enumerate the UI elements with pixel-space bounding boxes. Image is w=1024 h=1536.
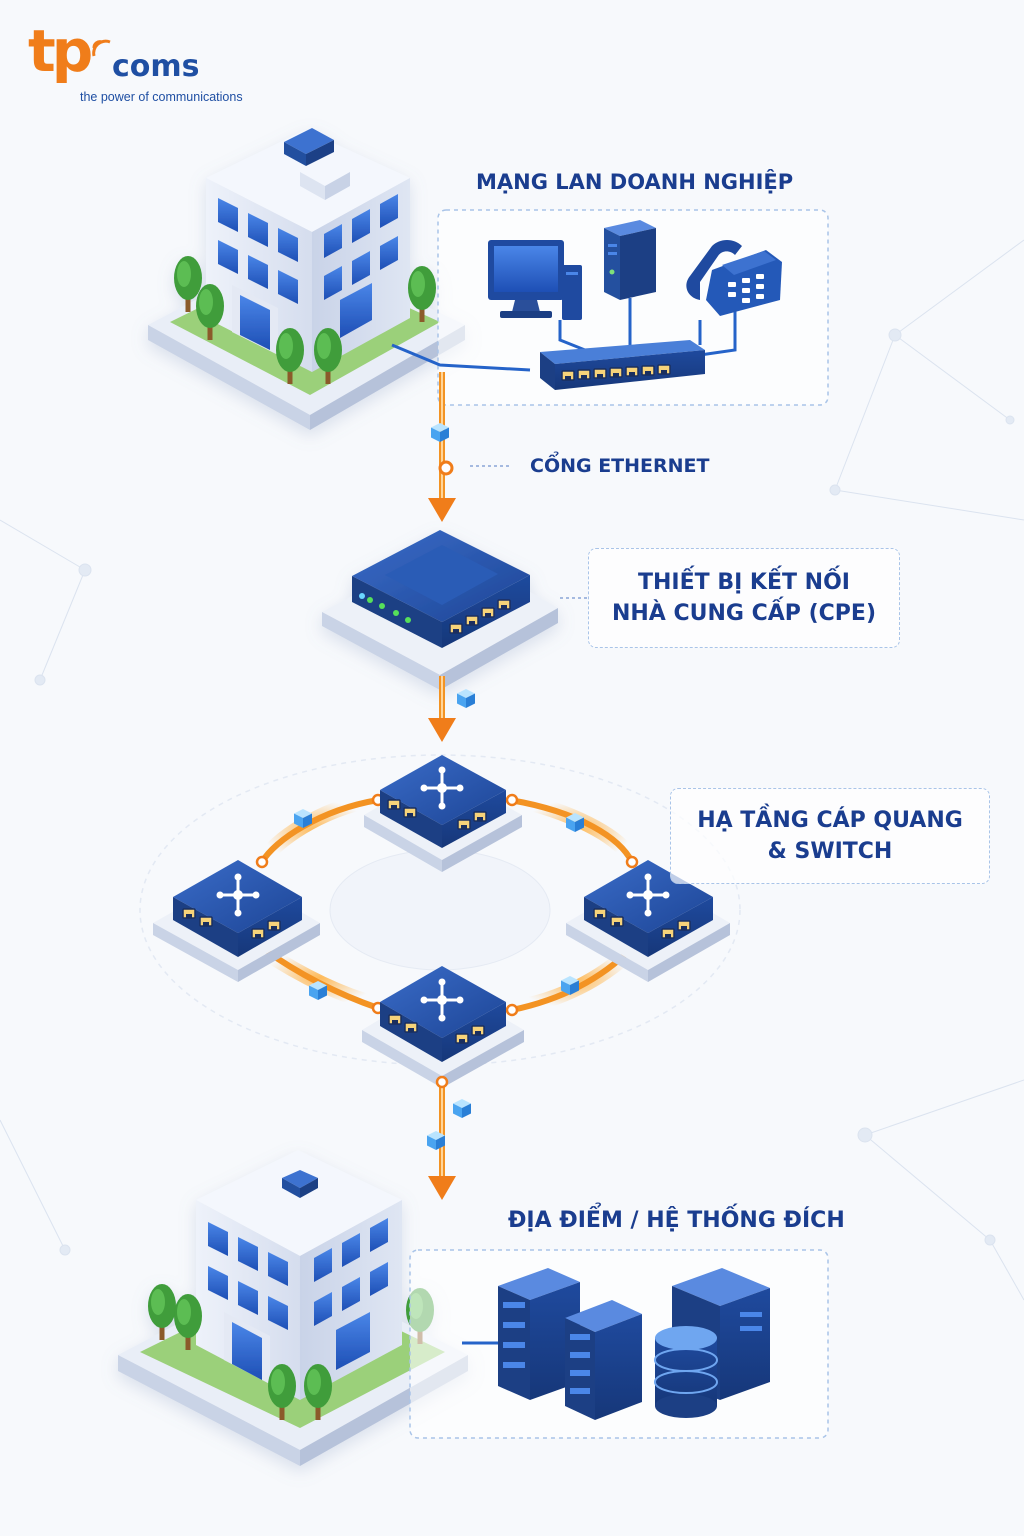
data-packet-icon — [431, 423, 449, 442]
cpe-label-box: THIẾT BỊ KẾT NỐI NHÀ CUNG CẤP (CPE) — [588, 548, 900, 648]
rack-server-icon — [565, 1300, 642, 1420]
cpe-label-line-2: NHÀ CUNG CẤP (CPE) — [611, 601, 876, 626]
flow-arrow-fiber-to-destination — [428, 1075, 456, 1200]
logo-mark: tp — [28, 17, 93, 85]
tpcoms-logo: tp coms the power of communications — [28, 22, 243, 108]
destination-building-icon — [118, 1150, 468, 1466]
enterprise-building-icon — [148, 128, 465, 430]
signal-waves-icon — [92, 39, 111, 57]
fiber-label-box: HẠ TẦNG CÁP QUANG & SWITCH — [670, 788, 990, 884]
network-switch-icon — [540, 340, 705, 390]
data-packet-icon — [457, 689, 475, 708]
flow-arrow-cpe-to-fiber — [428, 676, 456, 742]
logo-wordmark: coms — [112, 49, 200, 84]
logo-tagline: the power of communications — [80, 90, 243, 104]
lan-title: MẠNG LAN DOANH NGHIỆP — [476, 170, 794, 194]
cpe-router-icon — [322, 530, 558, 690]
fiber-label-line-1: HẠ TẦNG CÁP QUANG — [697, 807, 963, 833]
desk-phone-icon — [686, 240, 782, 316]
database-icon — [654, 1326, 718, 1418]
background-network-pattern — [0, 239, 1024, 1301]
ring-switch-icon — [566, 860, 730, 982]
data-packet-icon — [453, 1099, 471, 1118]
desktop-computer-icon — [488, 240, 582, 320]
ring-switch-icon — [153, 860, 320, 982]
destination-title: ĐỊA ĐIỂM / HỆ THỐNG ĐÍCH — [508, 1208, 845, 1233]
tower-pc-icon — [604, 220, 656, 300]
ring-switch-icon — [364, 755, 522, 872]
ethernet-label: CỔNG ETHERNET — [530, 455, 710, 477]
ring-switch-icon — [362, 966, 524, 1088]
fiber-label-line-2: & SWITCH — [767, 839, 893, 864]
cpe-label-line-1: THIẾT BỊ KẾT NỐI — [638, 569, 850, 595]
fiber-ring-outline — [139, 754, 741, 1066]
